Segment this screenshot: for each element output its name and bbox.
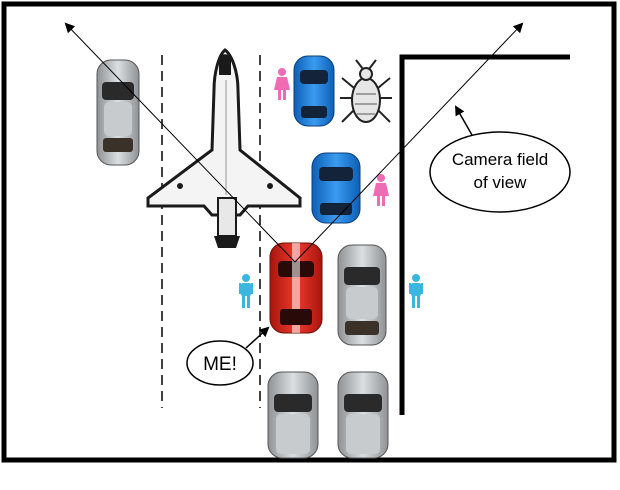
camera-field-pointer: [455, 105, 473, 136]
me-pointer: [245, 326, 270, 349]
camera-field-label-line1: Camera field: [452, 150, 548, 169]
silver-car-bottom-right: [337, 371, 389, 459]
person-cyan-right: [409, 274, 423, 308]
wall: [399, 54, 570, 415]
blue-car-middle: [311, 152, 361, 224]
silver-car-left: [96, 59, 140, 166]
space-shuttle: [146, 48, 302, 248]
me-callout: [186, 340, 254, 386]
fov-line-right: [294, 22, 524, 263]
red-car-me: [269, 242, 323, 334]
person-pink-middle: [373, 174, 389, 206]
fov-line-left: [64, 22, 296, 263]
silver-car-right: [337, 244, 387, 346]
camera-field-label-line2: of view: [474, 173, 528, 192]
person-cyan-left: [239, 274, 253, 308]
silver-car-bottom-left: [267, 371, 319, 459]
me-label: ME!: [203, 354, 237, 375]
blue-car-top: [293, 55, 335, 127]
camera-field-callout: [429, 131, 571, 213]
person-pink-top: [274, 68, 290, 100]
outer-frame: [1, 1, 617, 463]
bug-icon: [340, 59, 392, 123]
